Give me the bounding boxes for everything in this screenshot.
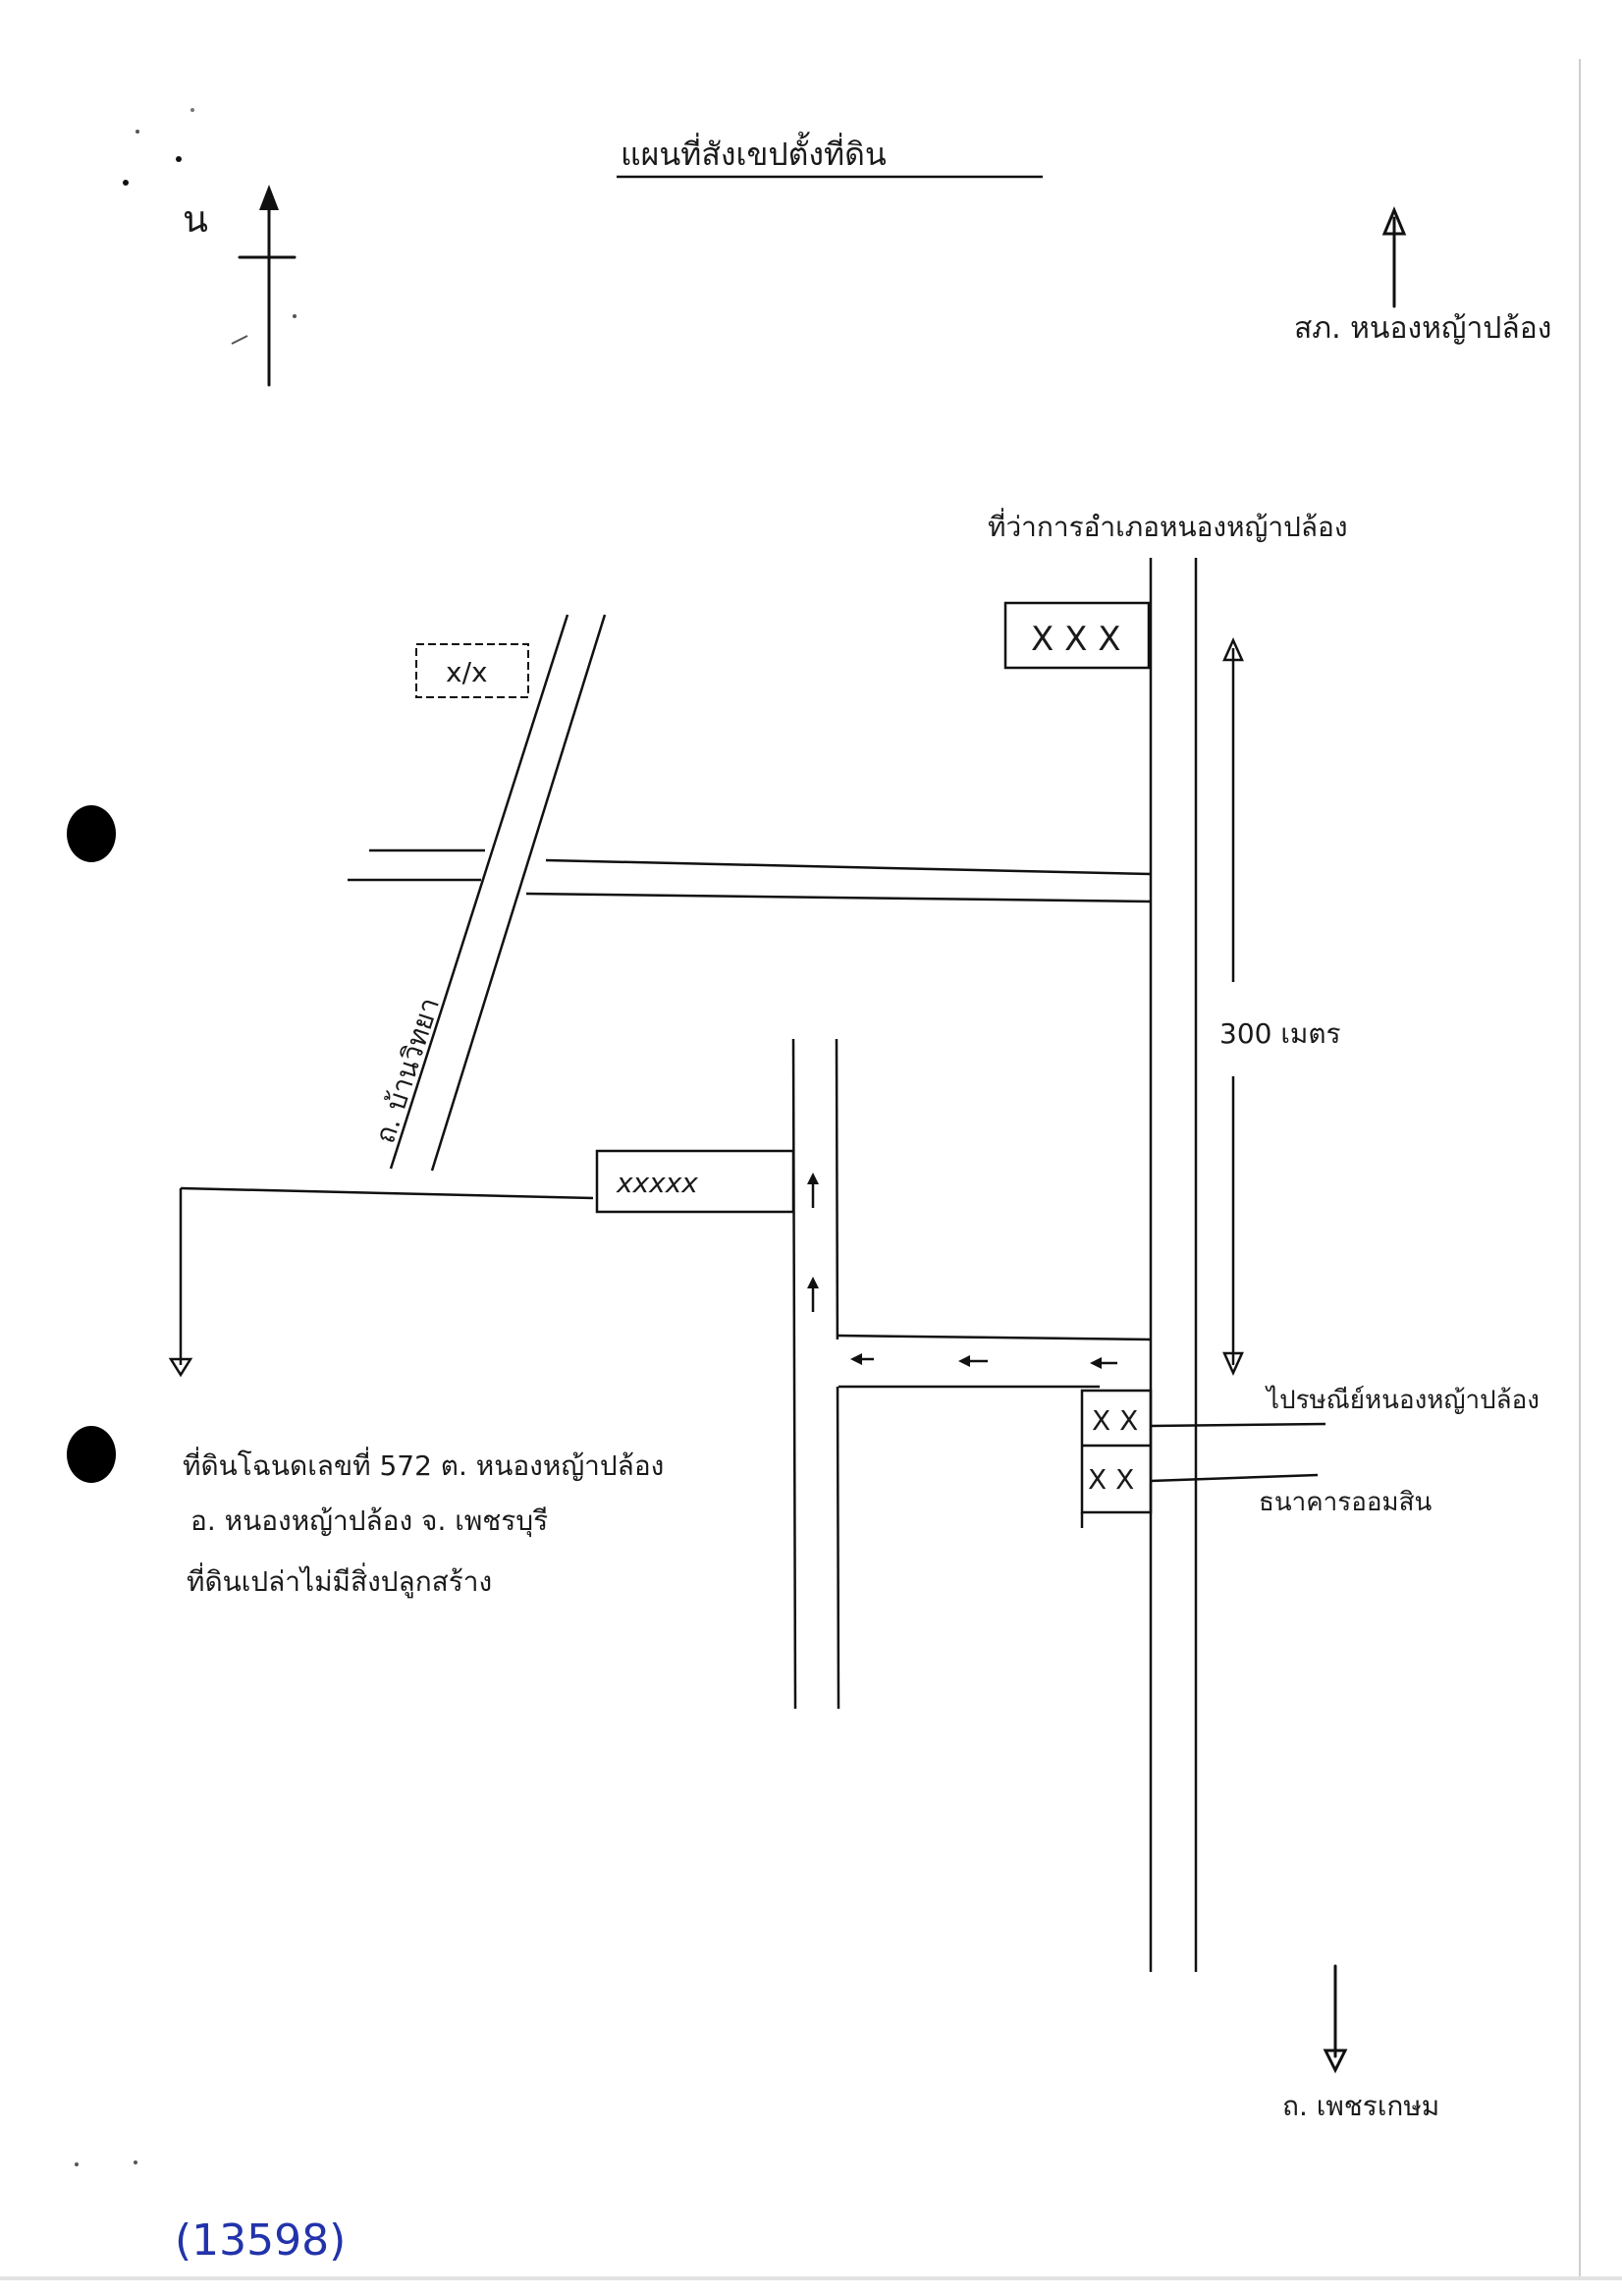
up-arrow-2-icon xyxy=(807,1277,819,1312)
parcel-description-line-2: อ. หนองหญ้าปล้อง จ. เพชรบุรี xyxy=(190,1504,548,1538)
district-office-mark: X X X xyxy=(1031,620,1121,659)
bank-label: ธนาคารออมสิน xyxy=(1259,1488,1432,1517)
post-office-leader xyxy=(1150,1422,1326,1428)
parcel-pointer-arrow-icon xyxy=(168,1186,594,1378)
top-left-box-mark: x/x xyxy=(446,656,488,688)
north-arrow-icon xyxy=(238,185,297,387)
arrow-down-to-road-icon xyxy=(1323,1964,1348,2074)
left-arrow-3-icon xyxy=(1090,1357,1117,1369)
parcel-description-line-1: ที่ดินโฉนดเลขที่ 572 ต. หนองหญ้าปล้อง xyxy=(183,1447,664,1482)
bank-mark: X X xyxy=(1088,1463,1134,1496)
page-edge-bottom xyxy=(0,2276,1622,2280)
left-road-label: ถ. บ้านวิทยา xyxy=(368,994,446,1147)
lower-vertical-road xyxy=(791,1038,840,1710)
distance-label: 300 เมตร xyxy=(1219,1017,1341,1050)
left-arrow-2-icon xyxy=(958,1355,988,1367)
page-edge-right xyxy=(1579,59,1581,2280)
map-title: แผนที่สังเขปตั้งที่ดิน xyxy=(621,132,887,173)
road-destination-label: ถ. เพชรเกษม xyxy=(1282,2090,1439,2122)
district-office-label: ที่ว่าการอำเภอหนองหญ้าปล้อง xyxy=(988,508,1348,543)
punch-hole-bottom xyxy=(67,1426,116,1483)
police-station-label: สภ. หนองหญ้าปล้อง xyxy=(1294,311,1551,346)
north-label: น xyxy=(183,197,208,241)
parcel-description-line-3: ที่ดินเปล่าไม่มีสิ่งปลูกสร้าง xyxy=(187,1562,492,1599)
stray-marks xyxy=(75,108,297,2166)
diagonal-road xyxy=(389,614,607,1172)
up-arrow-1-icon xyxy=(807,1173,819,1208)
post-office-mark: X X xyxy=(1092,1404,1138,1437)
punch-hole-top xyxy=(67,805,116,862)
bank-leader xyxy=(1150,1473,1319,1483)
post-office-label: ไปรษณีย์หนองหญ้าปล้อง xyxy=(1265,1385,1540,1415)
parcel-box-mark: xxxxx xyxy=(616,1167,698,1199)
arrow-up-to-police-icon xyxy=(1381,206,1407,308)
post-bank-boxes xyxy=(1080,1389,1153,1528)
document-number: (13598) xyxy=(175,2215,346,2266)
distance-arrow-icon xyxy=(1222,636,1244,1377)
left-arrow-1-icon xyxy=(850,1353,874,1365)
connecting-road xyxy=(348,848,1152,903)
main-road xyxy=(1149,558,1198,1972)
district-office-box xyxy=(1003,601,1151,670)
lower-horizontal-road xyxy=(838,1334,1152,1389)
